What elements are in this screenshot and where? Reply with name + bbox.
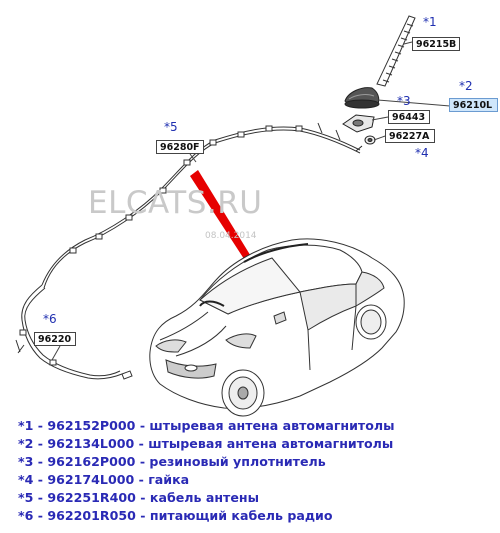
legend-row: *2 - 962134L000 - штыревая антена автома… [18, 436, 394, 452]
marker-5: *5 [164, 120, 178, 134]
marker-4: *4 [415, 146, 429, 160]
legend-row: *4 - 962174L000 - гайка [18, 472, 190, 488]
legend-row: *5 - 962251R400 - кабель антены [18, 490, 259, 506]
watermark-date: 08.04.2014 [205, 231, 257, 241]
part-code-96210l[interactable]: 96210L [449, 98, 498, 112]
legend-row: *6 - 962201R050 - питающий кабель радио [18, 508, 333, 524]
part-code-96220[interactable]: 96220 [34, 332, 76, 346]
leader-lines [51, 41, 451, 361]
legend-row: *1 - 962152P000 - штыревая антена автома… [18, 418, 395, 433]
feed-cable [15, 284, 133, 380]
marker-1: *1 [423, 15, 437, 29]
part-code-96443[interactable]: 96443 [388, 110, 430, 124]
rubber-gasket [342, 114, 375, 133]
marker-6: *6 [43, 312, 57, 326]
legend-row: *3 - 962162P000 - резиновый уплотнитель [18, 454, 326, 470]
part-code-96227a[interactable]: 96227A [385, 129, 435, 143]
antenna-base [344, 87, 380, 109]
pointer-arrow [190, 170, 252, 262]
watermark-text: ELCATS.RU [88, 185, 263, 221]
part-code-96215b[interactable]: 96215B [412, 37, 460, 51]
antenna-cable [41, 122, 361, 289]
marker-2: *2 [459, 79, 473, 93]
marker-3: *3 [397, 94, 411, 108]
parts-legend: *1 - 962152P000 - штыревая антена автома… [18, 417, 496, 526]
part-code-96280f[interactable]: 96280F [156, 140, 204, 154]
nut [355, 135, 376, 152]
antenna-mast [376, 15, 416, 87]
car-illustration [149, 238, 405, 417]
